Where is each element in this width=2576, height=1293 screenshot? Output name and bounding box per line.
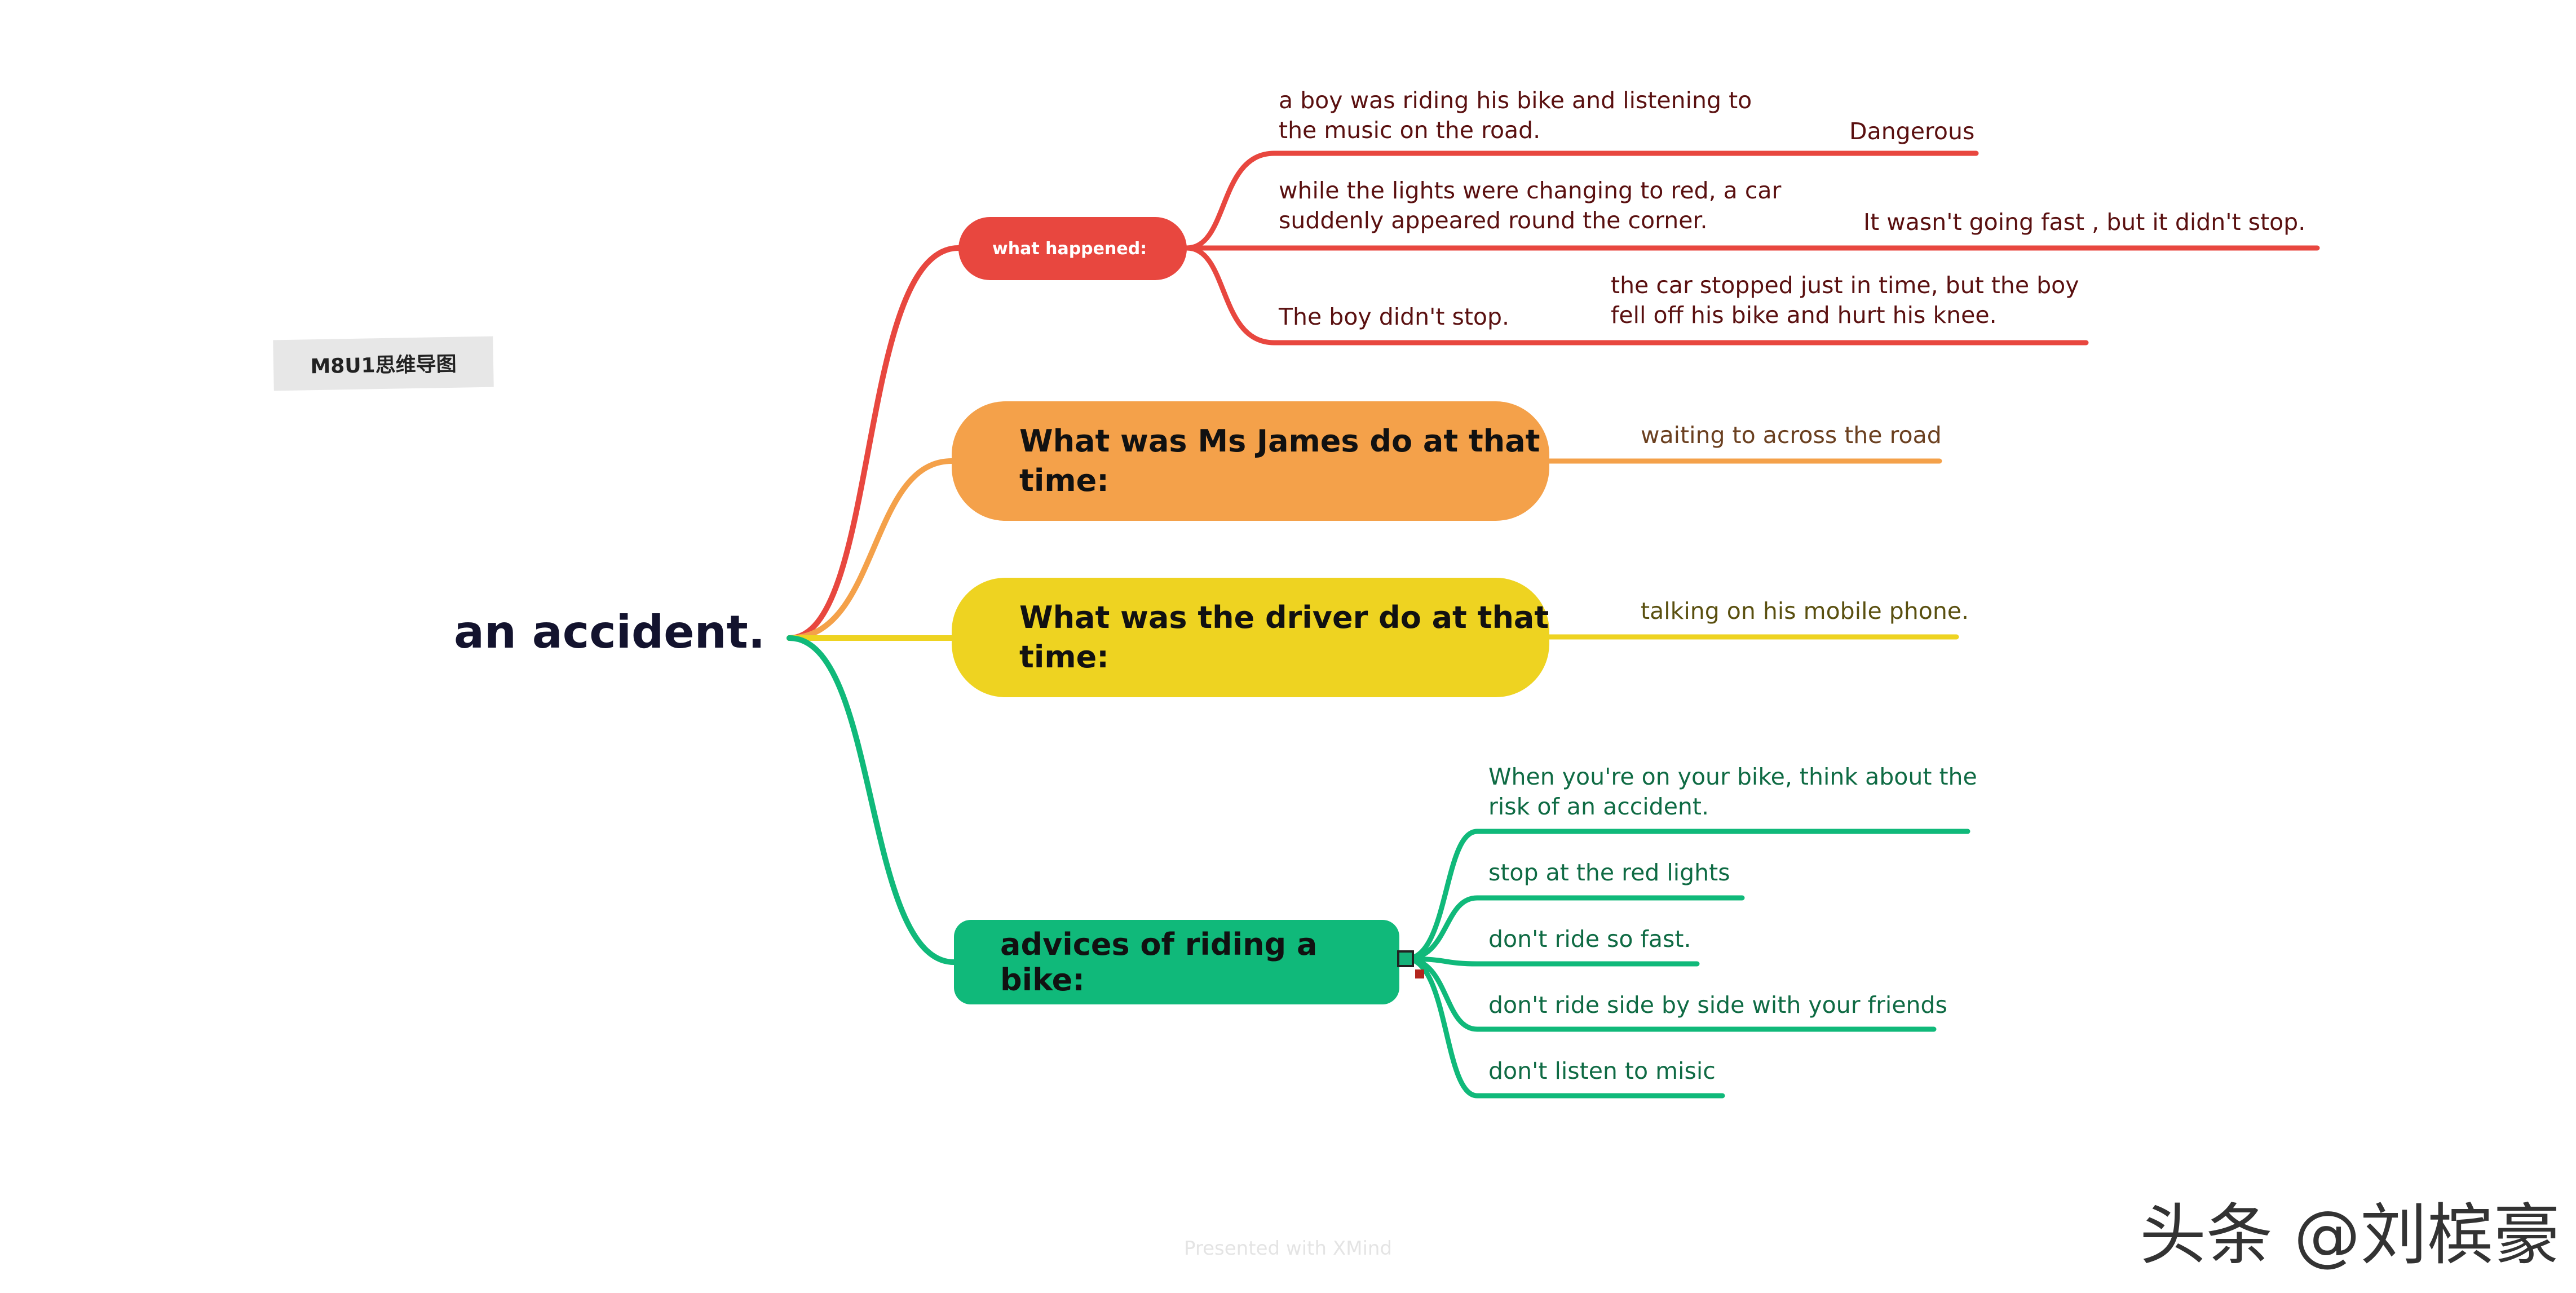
subtopic-not-going-fast[interactable]: It wasn't going fast , but it didn't sto… <box>1863 209 2306 236</box>
root-topic[interactable]: an accident. <box>454 606 766 658</box>
connector-red-3 <box>1184 245 2089 346</box>
subtopic-line: suddenly appeared round the corner. <box>1279 207 1708 234</box>
topic-line: What was Ms James do at that <box>1019 423 1540 459</box>
topic-advices[interactable]: advices of riding a bike: <box>954 920 1399 1004</box>
connector-green-2 <box>1403 895 1745 962</box>
connector-root-orange <box>787 458 955 641</box>
subtopic-car-stopped[interactable]: the car stopped just in time, but the bo… <box>1611 271 2079 331</box>
map-label-tag: M8U1思维导图 <box>273 336 494 391</box>
subtopic-line: the music on the road. <box>1279 117 1541 144</box>
resize-handle-icon[interactable] <box>1415 969 1424 978</box>
topic-line: What was the driver do at that <box>1019 599 1549 635</box>
connector-red-1 <box>1184 150 1979 251</box>
subtopic-line: while the lights were changing to red, a… <box>1279 177 1782 204</box>
subtopic-line: When you're on your bike, think about th… <box>1488 763 1977 790</box>
topic-line: time: <box>1019 463 1109 498</box>
subtopic-think-risk[interactable]: When you're on your bike, think about th… <box>1488 762 1977 822</box>
subtopic-lights-changing[interactable]: while the lights were changing to red, a… <box>1279 176 1781 236</box>
topic-line: time: <box>1019 639 1109 675</box>
topic-what-happened[interactable]: what happened: <box>958 217 1187 280</box>
collapse-handle-icon[interactable] <box>1397 950 1414 967</box>
subtopic-no-music[interactable]: don't listen to misic <box>1488 1057 1716 1084</box>
connector-green-5 <box>1403 956 1725 1099</box>
subtopic-not-fast[interactable]: don't ride so fast. <box>1488 926 1691 953</box>
subtopic-boy-riding[interactable]: a boy was riding his bike and listening … <box>1279 86 1752 146</box>
subtopic-line: risk of an accident. <box>1488 793 1709 821</box>
watermark: 头条 @刘槟豪 <box>2140 1196 2560 1274</box>
subtopic-talking-phone[interactable]: talking on his mobile phone. <box>1641 597 1969 625</box>
topic-ms-james[interactable]: What was Ms James do at that time: <box>952 401 1549 521</box>
subtopic-line: fell off his bike and hurt his knee. <box>1611 302 1997 329</box>
subtopic-side-by-side[interactable]: don't ride side by side with your friend… <box>1488 991 1947 1019</box>
connector-root-red <box>787 245 961 641</box>
subtopic-red-lights[interactable]: stop at the red lights <box>1488 859 1730 886</box>
subtopic-boy-didnt-stop[interactable]: The boy didn't stop. <box>1279 303 1510 330</box>
subtopic-dangerous[interactable]: Dangerous <box>1849 118 1975 145</box>
presented-with-footer: Presented with XMind <box>1184 1237 1393 1260</box>
subtopic-line: a boy was riding his bike and listening … <box>1279 87 1752 114</box>
topic-driver[interactable]: What was the driver do at that time: <box>952 578 1549 697</box>
connector-green-1 <box>1403 829 1970 962</box>
connector-green-3 <box>1403 956 1700 967</box>
subtopic-line: the car stopped just in time, but the bo… <box>1611 272 2079 299</box>
connector-root-green <box>787 635 957 965</box>
subtopic-waiting[interactable]: waiting to across the road <box>1641 422 1942 449</box>
